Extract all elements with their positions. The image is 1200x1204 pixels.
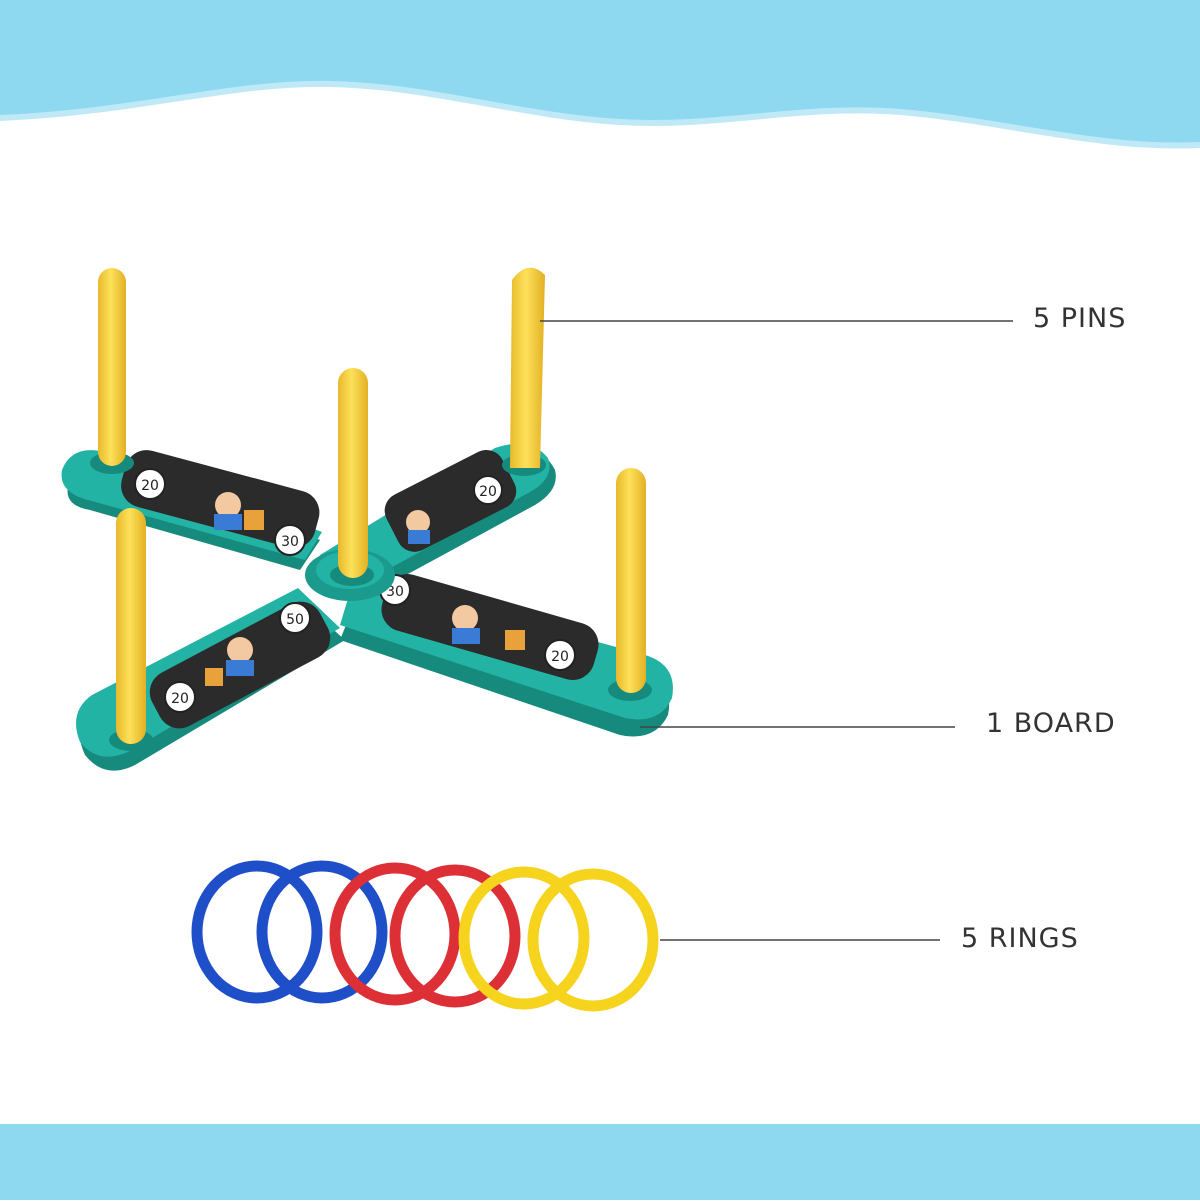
score-left-end: 20 (141, 478, 159, 494)
rings-callout-label: 5 RINGS (961, 923, 1079, 954)
top-wave-band (0, 0, 1200, 146)
pin-front-left (109, 508, 153, 751)
ring-yellow-1 (458, 866, 590, 1010)
pin-center (330, 368, 374, 586)
ring-blue-2 (256, 860, 388, 1004)
ring-blue-1 (191, 860, 323, 1004)
score-front-end: 20 (171, 691, 189, 707)
pin-back-right (502, 267, 546, 476)
board-callout-label: 1 BOARD (986, 708, 1116, 739)
ring-yellow-2 (527, 868, 659, 1012)
pin-front-right (608, 468, 652, 701)
pin-back-left (90, 268, 134, 474)
bottom-band (0, 1124, 1200, 1200)
pins (90, 267, 652, 751)
score-right-end: 20 (551, 649, 569, 665)
pins-callout-label: 5 PINS (1033, 303, 1127, 334)
board-arm-left: 20 30 (61, 450, 322, 570)
score-left-inner: 30 (281, 534, 299, 550)
board-arm-right: 30 20 (340, 574, 673, 737)
ring-red-1 (329, 862, 461, 1006)
ring-red-2 (389, 864, 521, 1008)
rings (191, 860, 659, 1012)
top-wave-highlight (0, 80, 1200, 149)
score-right-inner: 30 (386, 584, 404, 600)
score-front-inner: 50 (286, 612, 304, 628)
score-back-end: 20 (479, 484, 497, 500)
